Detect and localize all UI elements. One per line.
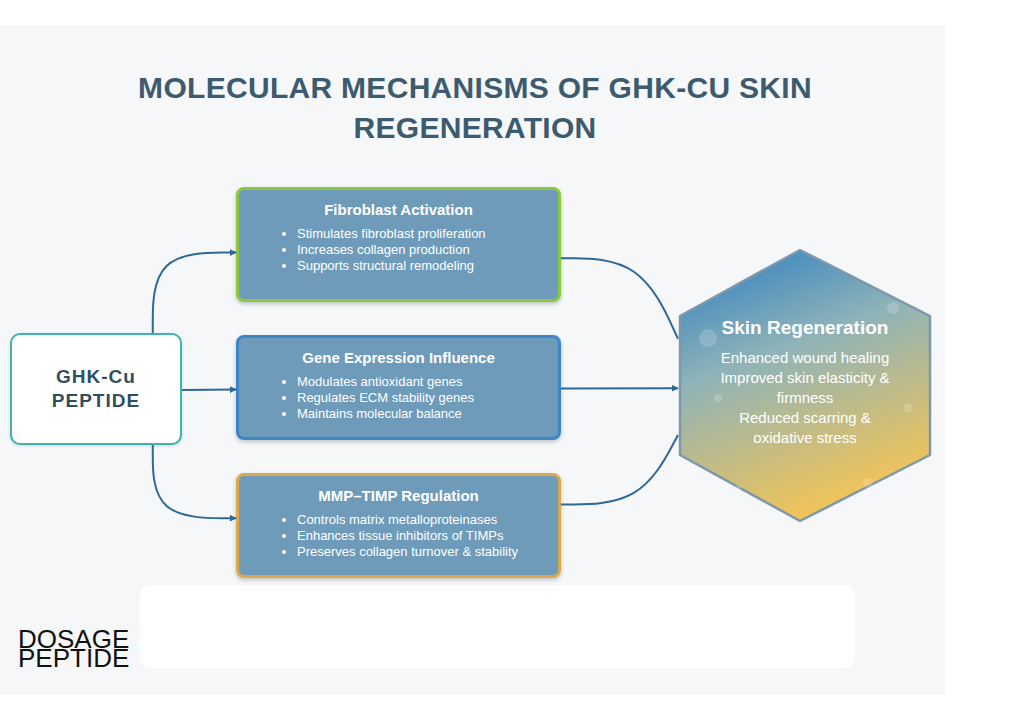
flow-arrow <box>561 435 678 505</box>
source-box: GHK-Cu PEPTIDE <box>10 333 182 445</box>
box-heading: Fibroblast Activation <box>239 200 558 220</box>
bullet-item: Enhances tissue inhibitors of TIMPs <box>297 528 558 544</box>
bullet-list: Modulates antioxidant genesRegulates ECM… <box>239 374 558 422</box>
outcome-line: Enhanced wound healing <box>715 348 895 368</box>
outcome-line: Improved skin elasticity & firmness <box>715 368 895 408</box>
mechanism-box: Fibroblast ActivationStimulates fibrobla… <box>236 187 561 302</box>
decor-bubble <box>735 485 741 491</box>
bullet-item: Increases collagen production <box>297 242 558 258</box>
mechanism-box: Gene Expression InfluenceModulates antio… <box>236 335 561 440</box>
box-heading: Gene Expression Influence <box>239 348 558 368</box>
decor-bubble <box>863 478 873 488</box>
flow-arrow <box>561 258 678 338</box>
watermark: DOSAGE PEPTIDE <box>18 630 143 668</box>
bullet-item: Regulates ECM stability genes <box>297 390 558 406</box>
outcome-line: Reduced scarring & oxidative stress <box>715 408 895 448</box>
bullet-list: Controls matrix metalloproteinasesEnhanc… <box>239 512 558 560</box>
hexagon-outline <box>680 250 930 521</box>
bullet-item: Stimulates fibroblast proliferation <box>297 226 558 242</box>
diagram-title: MOLECULAR MECHANISMS OF GHK-CU SKIN REGE… <box>85 68 865 148</box>
hexagon-heading: Skin Regeneration <box>678 316 932 340</box>
blank-panel <box>140 585 855 668</box>
flow-arrow <box>182 389 236 392</box>
hexagon-content: Skin RegenerationEnhanced wound healingI… <box>678 316 932 448</box>
bullet-item: Controls matrix metalloproteinases <box>297 512 558 528</box>
decor-bubble <box>903 403 913 413</box>
bullet-item: Supports structural remodeling <box>297 258 558 274</box>
bullet-item: Modulates antioxidant genes <box>297 374 558 390</box>
decor-bubble <box>699 329 717 347</box>
decor-bubble <box>714 394 722 402</box>
decor-bubble <box>887 302 899 314</box>
bullet-item: Preserves collagen turnover & stability <box>297 544 558 560</box>
bullet-item: Maintains molecular balance <box>297 406 558 422</box>
flow-arrow <box>153 445 236 518</box>
outcome-hexagon: Skin RegenerationEnhanced wound healingI… <box>678 248 932 523</box>
mechanism-box: MMP–TIMP RegulationControls matrix metal… <box>236 473 561 578</box>
bullet-list: Stimulates fibroblast proliferationIncre… <box>239 226 558 274</box>
flow-arrow <box>561 387 678 389</box>
node-label: GHK-Cu PEPTIDE <box>41 365 151 413</box>
box-heading: MMP–TIMP Regulation <box>239 486 558 506</box>
flow-arrow <box>153 253 236 333</box>
